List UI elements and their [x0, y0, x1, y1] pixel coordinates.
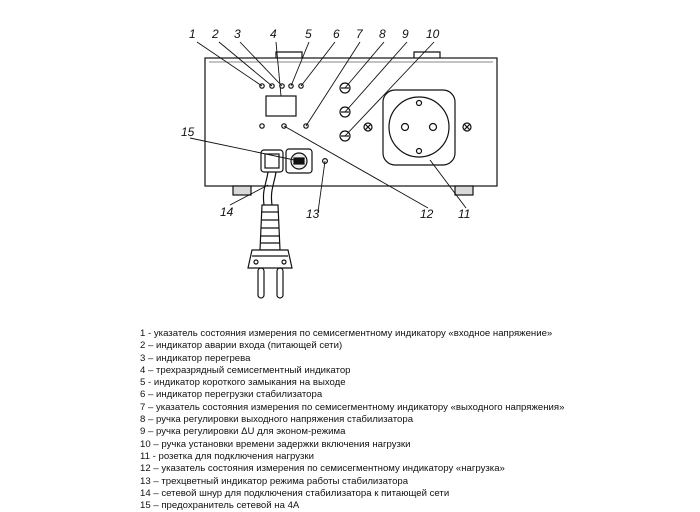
socket-11-pin-left [400, 122, 410, 132]
callout-8: 8 [379, 27, 386, 41]
callout-13: 13 [306, 207, 320, 221]
socket-11-frame [382, 89, 456, 166]
seven-segment-display [265, 95, 297, 117]
foot-left [232, 185, 252, 196]
callout-11: 11 [458, 207, 470, 221]
legend-item-8: 8 – ручка регулировки выходного напряжен… [140, 414, 414, 426]
callout-2: 2 [211, 27, 219, 41]
callout-7: 7 [356, 27, 364, 41]
legend-item-2: 2 – индикатор аварии входа (питающей сет… [140, 340, 343, 352]
top-handle-left [275, 51, 303, 58]
device-housing [204, 57, 498, 187]
power-plug [247, 249, 293, 269]
legend-item-6: 6 – индикатор перегрузки стабилизатора [140, 389, 323, 401]
knob-10-delay-time [339, 130, 351, 142]
indicator-2-input-fault [269, 83, 275, 89]
top-handle-right [413, 51, 441, 58]
fuse-15-holder [285, 148, 313, 174]
indicator-6-overload [298, 83, 304, 89]
cable-gland-14 [260, 149, 284, 173]
legend-item-14: 14 – сетевой шнур для подключения стабил… [140, 487, 450, 499]
knob-9-delta-u [339, 106, 351, 118]
socket-screw-left [363, 122, 373, 132]
legend-list: 1 - указатель состояния измерения по сем… [140, 328, 685, 512]
legend-item-4: 4 – трехразрядный семисегментный индикат… [140, 364, 351, 376]
callout-5: 5 [305, 27, 312, 41]
indicator-5-short-circuit [288, 83, 294, 89]
callout-10: 10 [426, 27, 440, 41]
legend-item-10: 10 – ручка установки времени задержки вк… [140, 438, 411, 450]
socket-11-pin-right [428, 122, 438, 132]
callout-15: 15 [181, 125, 195, 139]
indicator-1-input-voltage [259, 83, 265, 89]
callout-4: 4 [270, 27, 277, 41]
plug-pin-left [257, 267, 265, 299]
callout-14: 14 [220, 205, 234, 219]
socket-screw-right [462, 122, 472, 132]
socket-11-ground-top [415, 99, 423, 107]
socket-11-face [388, 96, 450, 158]
callout-6: 6 [333, 27, 340, 41]
legend-item-13: 13 – трехцветный индикатор режима работы… [140, 475, 409, 487]
indicator-lower-mid [281, 123, 287, 129]
indicator-lower-left [259, 123, 265, 129]
legend-item-11: 11 - розетка для подключения нагрузки [140, 450, 314, 462]
callout-3: 3 [234, 27, 241, 41]
legend-item-9: 9 – ручка регулировки ΔU для эконом-режи… [140, 426, 346, 438]
legend-item-7: 7 – указатель состояния измерения по сем… [140, 401, 565, 413]
callout-9: 9 [402, 27, 409, 41]
legend-item-12: 12 – указатель состояния измерения по се… [140, 463, 505, 475]
legend-item-1: 1 - указатель состояния измерения по сем… [140, 328, 553, 339]
plug-pin-right [276, 267, 284, 299]
callout-1: 1 [189, 27, 196, 41]
callout-12: 12 [420, 207, 434, 221]
legend-item-5: 5 - индикатор короткого замыкания на вых… [140, 377, 346, 389]
foot-right [454, 185, 474, 196]
indicator-7-output-voltage [303, 123, 309, 129]
device-rear-panel-diagram: 1 2 3 4 5 6 7 8 9 10 11 12 13 14 15 [181, 27, 498, 299]
legend-item-3: 3 – индикатор перегрева [140, 352, 251, 364]
knob-8-output-voltage [339, 82, 351, 94]
socket-11-ground-bottom [415, 147, 423, 155]
legend-item-15: 15 – предохранитель сетевой на 4А [140, 500, 300, 512]
